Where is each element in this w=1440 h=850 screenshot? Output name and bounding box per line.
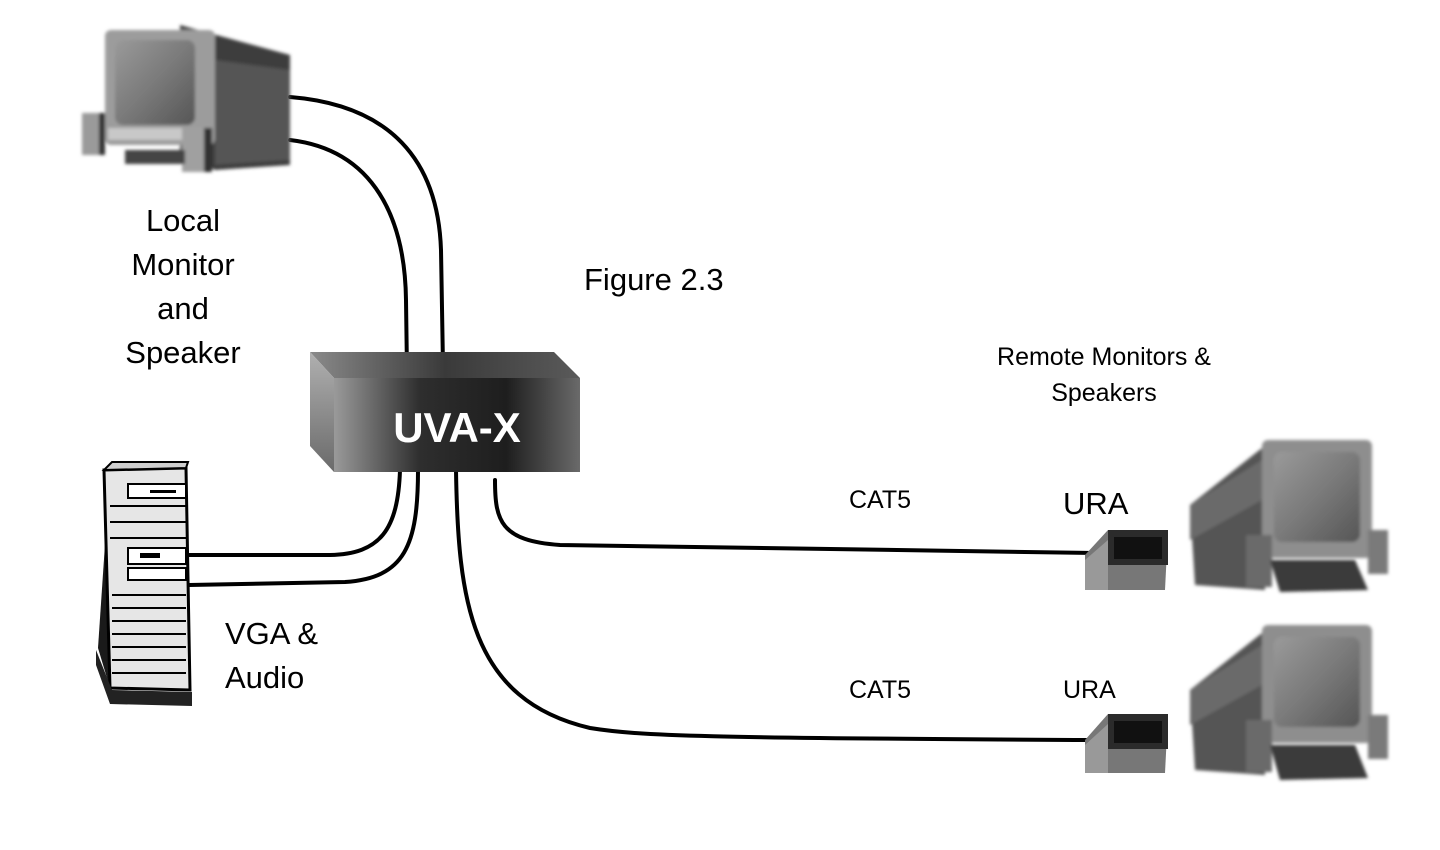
local-monitor-label-line: Speaker [125, 335, 240, 370]
figure-caption: Figure 2.3 [584, 262, 724, 297]
uva-x-device: UVA-X [310, 352, 580, 472]
local-monitor-label-line: Monitor [131, 247, 234, 282]
remote-monitors-label-line: Remote Monitors & [997, 343, 1211, 371]
cable-local-monitor-1 [288, 95, 445, 368]
monitor-with-speakers-icon [82, 25, 290, 172]
ura-label-upper: URA [1063, 486, 1129, 521]
remote-monitors-label-line: Speakers [1051, 379, 1157, 407]
vga-audio-label-line: VGA & [225, 616, 318, 651]
cable-cat5-lower [454, 468, 1097, 742]
local-monitor-label-line: Local [146, 203, 220, 238]
ura-receiver-lower [1085, 714, 1168, 773]
cat5-label-upper: CAT5 [849, 486, 911, 514]
ura-receiver-upper [1085, 530, 1168, 590]
local-monitor-label-line: and [157, 291, 209, 326]
cat5-label-lower: CAT5 [849, 676, 911, 704]
remote-monitor-upper [1190, 440, 1388, 592]
cable-audio [187, 468, 420, 587]
remote-monitors-label: Remote Monitors & Speakers [997, 343, 1211, 407]
uva-x-label: UVA-X [393, 404, 521, 451]
remote-monitor-lower [1190, 625, 1388, 780]
tower-computer-icon [96, 461, 192, 706]
cable-cat5-upper [493, 478, 1097, 555]
vga-audio-label-line: Audio [225, 660, 304, 695]
cable-vga [187, 468, 402, 557]
vga-audio-label: VGA & Audio [225, 616, 318, 695]
ura-label-lower: URA [1063, 676, 1116, 704]
local-monitor-label: Local Monitor and Speaker [125, 203, 240, 370]
cable-local-monitor-2 [288, 138, 409, 374]
cables [187, 95, 1097, 742]
